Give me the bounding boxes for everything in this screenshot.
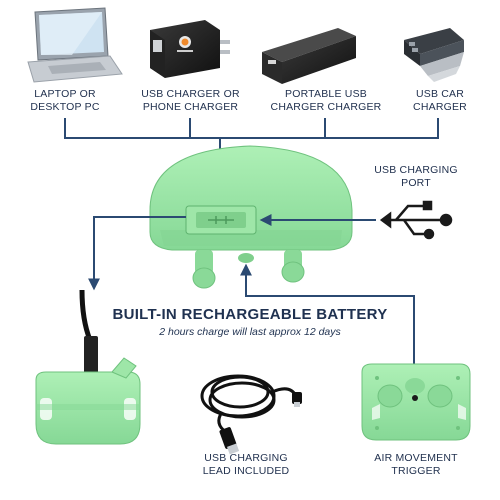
usb-cable-icon <box>200 374 298 434</box>
device-arrows <box>88 214 415 368</box>
label-laptop: LAPTOP OR DESKTOP PC <box>10 88 120 114</box>
power-bank-icon <box>262 28 356 84</box>
label-usb-lead-line1: USB CHARGING <box>204 452 288 464</box>
trigger-module <box>361 363 471 441</box>
charging-clip <box>35 289 141 445</box>
label-car-charger-line2: CHARGER <box>413 101 467 113</box>
battery-subtitle: 2 hours charge will last approx 12 days <box>159 326 341 338</box>
laptop-icon <box>27 7 123 83</box>
electrode-right <box>281 250 305 283</box>
usb-port <box>185 205 257 235</box>
label-air-trigger: AIR MOVEMENT TRIGGER <box>360 452 472 478</box>
label-power-bank-line1: PORTABLE USB <box>285 88 367 100</box>
label-air-trigger-line1: AIR MOVEMENT <box>374 452 458 464</box>
label-usb-lead-line2: LEAD INCLUDED <box>202 465 290 477</box>
wall-charger-icon <box>150 20 230 78</box>
label-laptop-line1: LAPTOP OR <box>34 88 96 100</box>
label-usb-port-line2: PORT <box>401 177 431 189</box>
label-usb-charger-line2: PHONE CHARGER <box>142 101 239 113</box>
label-usb-port-line1: USB CHARGING <box>374 164 458 176</box>
car-charger-icon <box>404 28 464 82</box>
label-air-trigger-line2: TRIGGER <box>391 465 441 477</box>
receiver-device <box>149 145 353 289</box>
battery-title: BUILT-IN RECHARGEABLE BATTERY <box>112 306 388 323</box>
label-usb-lead: USB CHARGING LEAD INCLUDED <box>186 452 306 478</box>
label-power-bank-line2: CHARGER CHARGER <box>270 101 382 113</box>
trigger-sensor-dot <box>412 395 418 401</box>
label-usb-charger: USB CHARGER OR PHONE CHARGER <box>128 88 253 114</box>
label-usb-port: USB CHARGING PORT <box>360 164 472 190</box>
usb-plug-icon <box>219 392 302 455</box>
electrode-left <box>192 250 216 289</box>
label-power-bank: PORTABLE USB CHARGER CHARGER <box>262 88 390 114</box>
label-laptop-line2: DESKTOP PC <box>30 101 100 113</box>
usb-symbol-icon <box>379 200 453 240</box>
label-usb-charger-line1: USB CHARGER OR <box>141 88 240 100</box>
label-car-charger-line1: USB CAR <box>415 88 465 100</box>
label-car-charger: USB CAR CHARGER <box>400 88 480 114</box>
